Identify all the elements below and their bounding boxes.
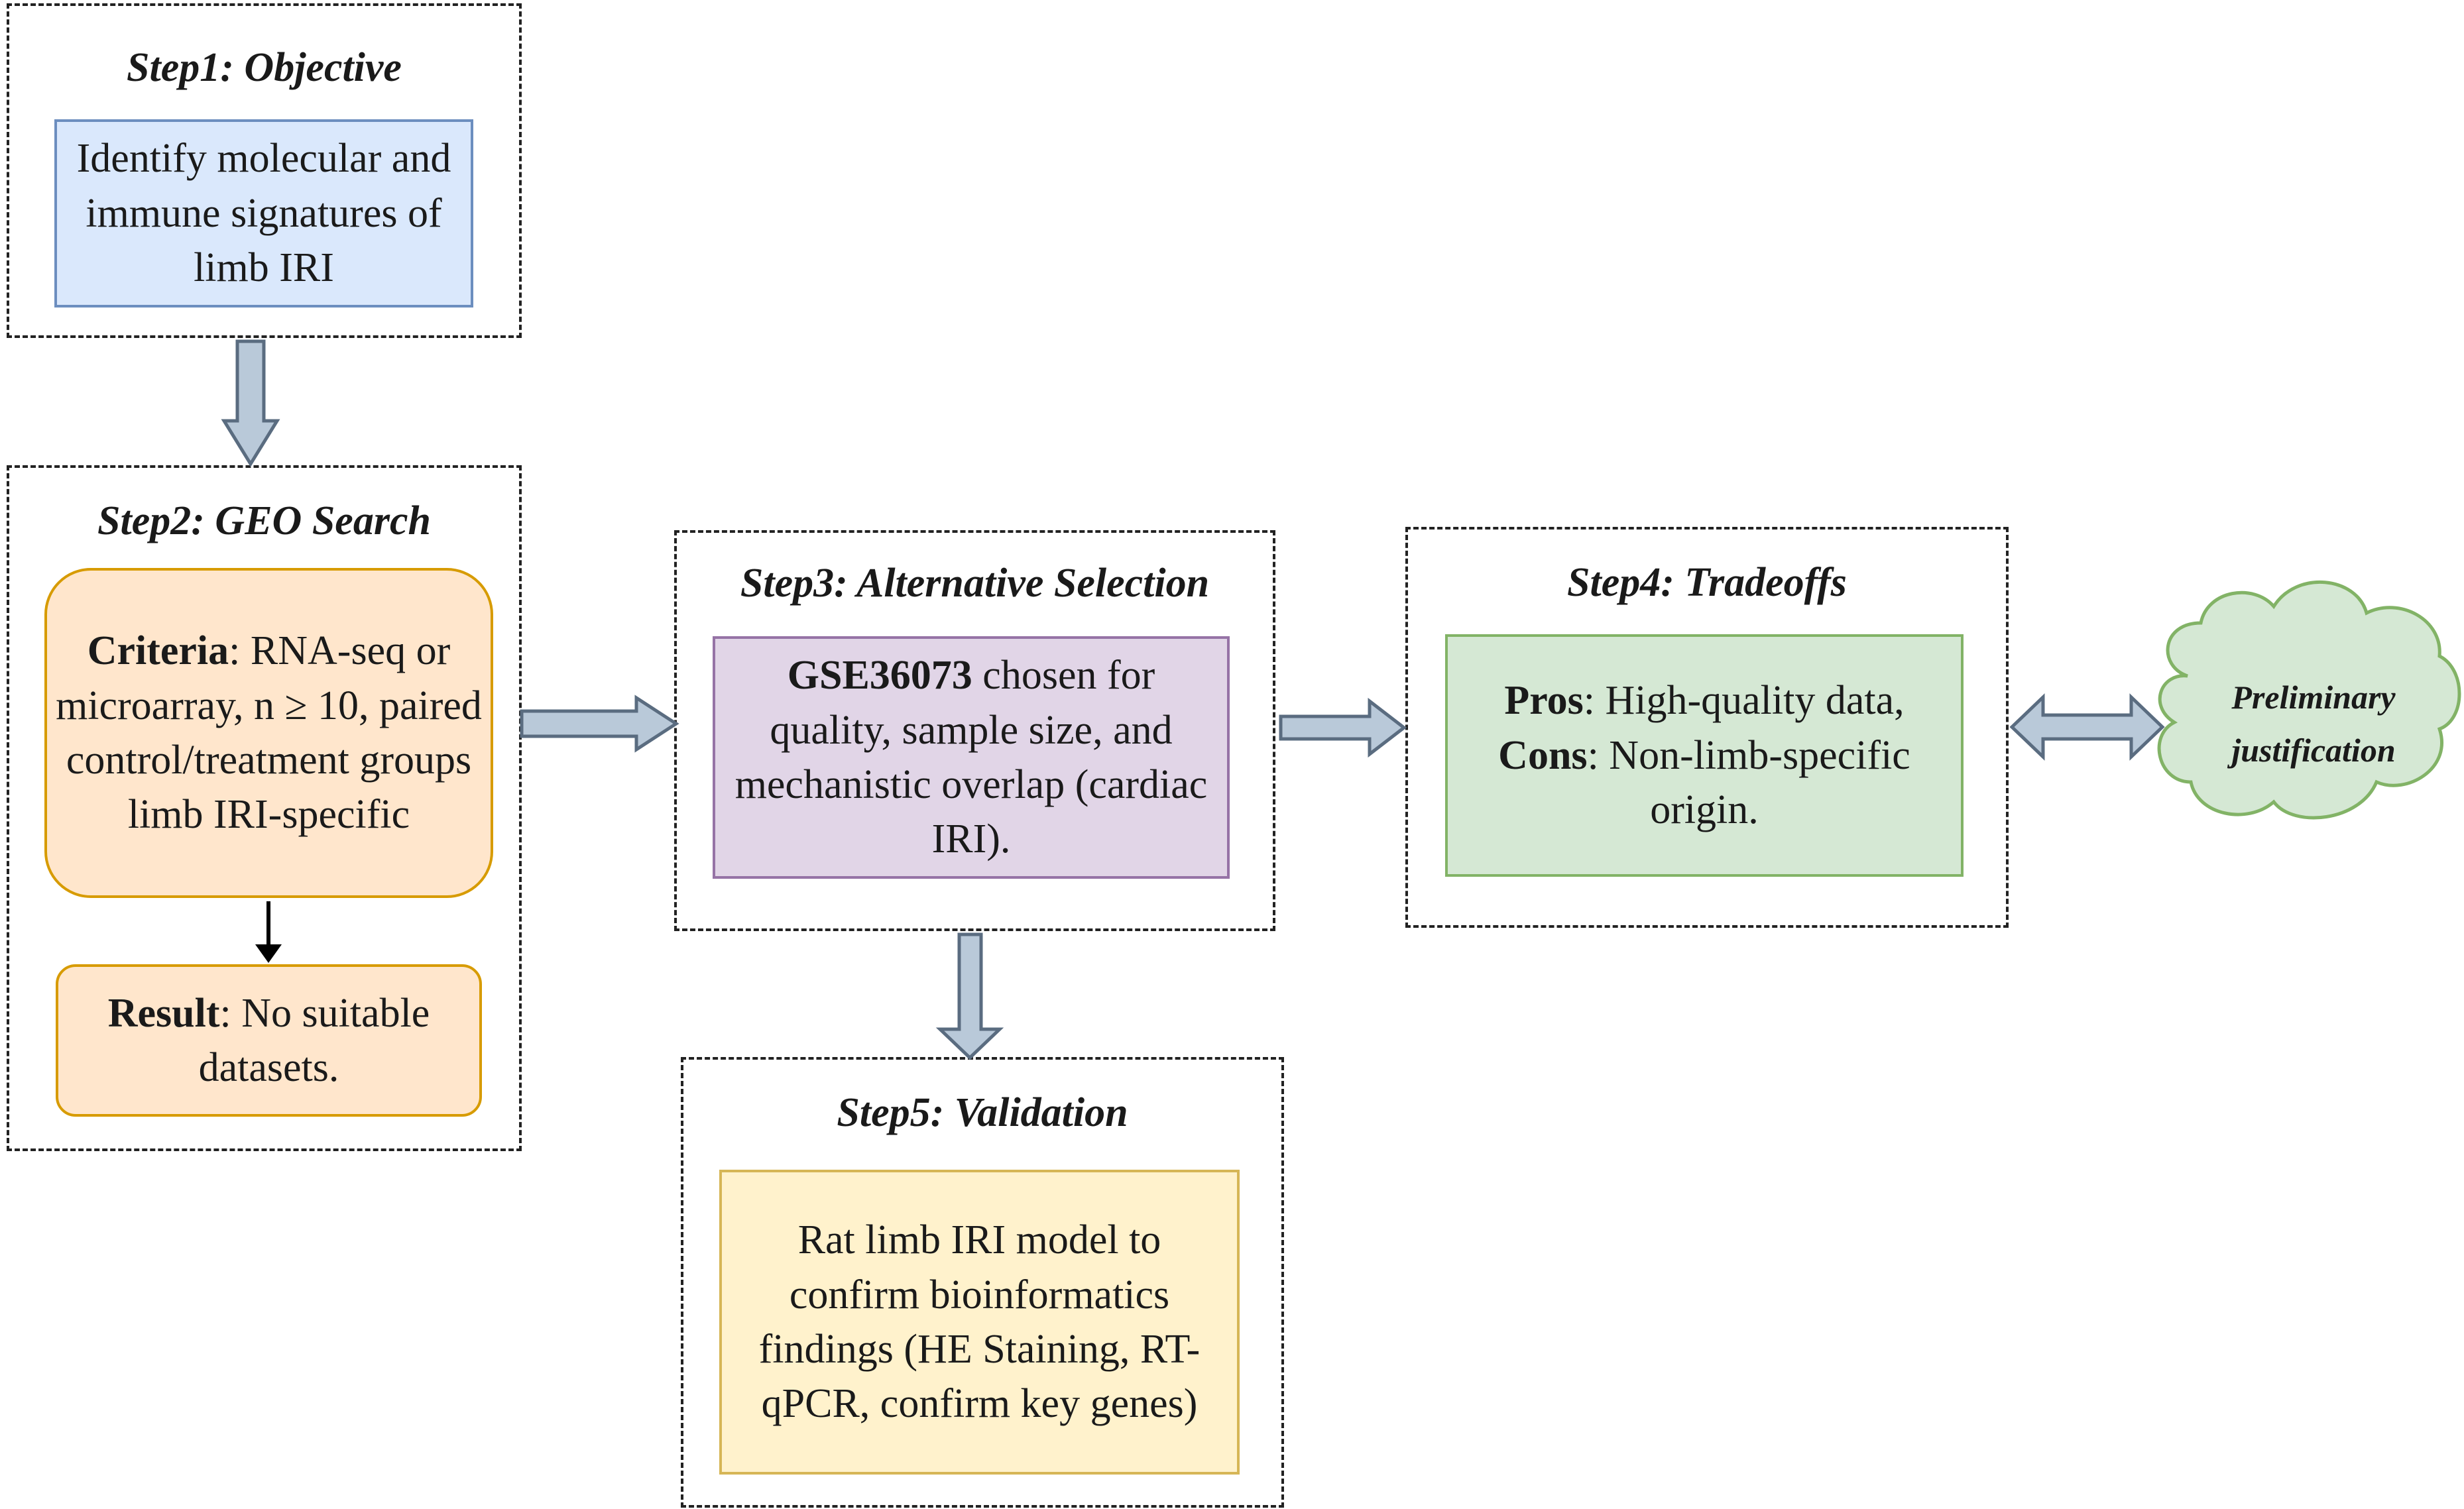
arrow-step3-to-step5 xyxy=(935,932,1004,1060)
selection-box: GSE36073 chosen for quality, sample size… xyxy=(713,636,1230,879)
selection-text: chosen for quality, sample size, and mec… xyxy=(734,653,1208,862)
selection-content: GSE36073 chosen for quality, sample size… xyxy=(722,648,1220,867)
objective-text: Identify molecular and immune signatures… xyxy=(76,136,451,291)
criteria-content: Criteria: RNA-seq or microarray, n ≥ 10,… xyxy=(54,624,484,842)
arrow-step3-to-step4 xyxy=(1279,697,1407,758)
cons-text: : Non-limb-specific origin. xyxy=(1587,732,1910,833)
pros-label: Pros xyxy=(1504,678,1584,724)
step1-title: Step1: Objective xyxy=(127,45,402,90)
cloud-line2: justification xyxy=(2231,732,2396,769)
arrow-step2-to-step3 xyxy=(520,695,679,753)
validation-text: Rat limb IRI model to confirm bioinforma… xyxy=(758,1217,1201,1427)
tradeoffs-box: Pros: High-quality data, Cons: Non-limb-s… xyxy=(1445,634,1964,877)
cons-label: Cons xyxy=(1498,732,1588,778)
criteria-label: Criteria xyxy=(87,628,229,674)
cloud-label: Preliminary justification xyxy=(2181,671,2446,777)
step3-title: Step3: Alternative Selection xyxy=(740,561,1210,606)
result-content: Result: No suitable datasets. xyxy=(65,986,473,1095)
arrow-step4-cloud-bidirectional xyxy=(2009,693,2165,761)
criteria-text: : RNA-seq or microarray, n ≥ 10, paired … xyxy=(56,628,482,838)
step4-title: Step4: Tradeoffs xyxy=(1567,560,1847,605)
validation-box: Rat limb IRI model to confirm bioinforma… xyxy=(719,1170,1240,1475)
objective-box: Identify molecular and immune signatures… xyxy=(54,119,473,307)
step5-title: Step5: Validation xyxy=(837,1090,1128,1135)
criteria-box: Criteria: RNA-seq or microarray, n ≥ 10,… xyxy=(44,568,493,898)
pros-text: : High-quality data, xyxy=(1583,678,1905,724)
tradeoffs-content: Pros: High-quality data, Cons: Non-limb-s… xyxy=(1454,673,1954,837)
justification-cloud-shape xyxy=(2157,580,2461,820)
result-text: : No suitable datasets. xyxy=(198,990,430,1090)
arrow-step1-to-step2 xyxy=(221,339,280,467)
arrow-criteria-to-result-head xyxy=(255,944,282,963)
result-label: Result xyxy=(107,990,220,1036)
result-box: Result: No suitable datasets. xyxy=(56,964,482,1117)
step2-title: Step2: GEO Search xyxy=(97,498,431,543)
dataset-label: GSE36073 xyxy=(787,653,972,699)
cloud-line1: Preliminary xyxy=(2231,679,2396,716)
